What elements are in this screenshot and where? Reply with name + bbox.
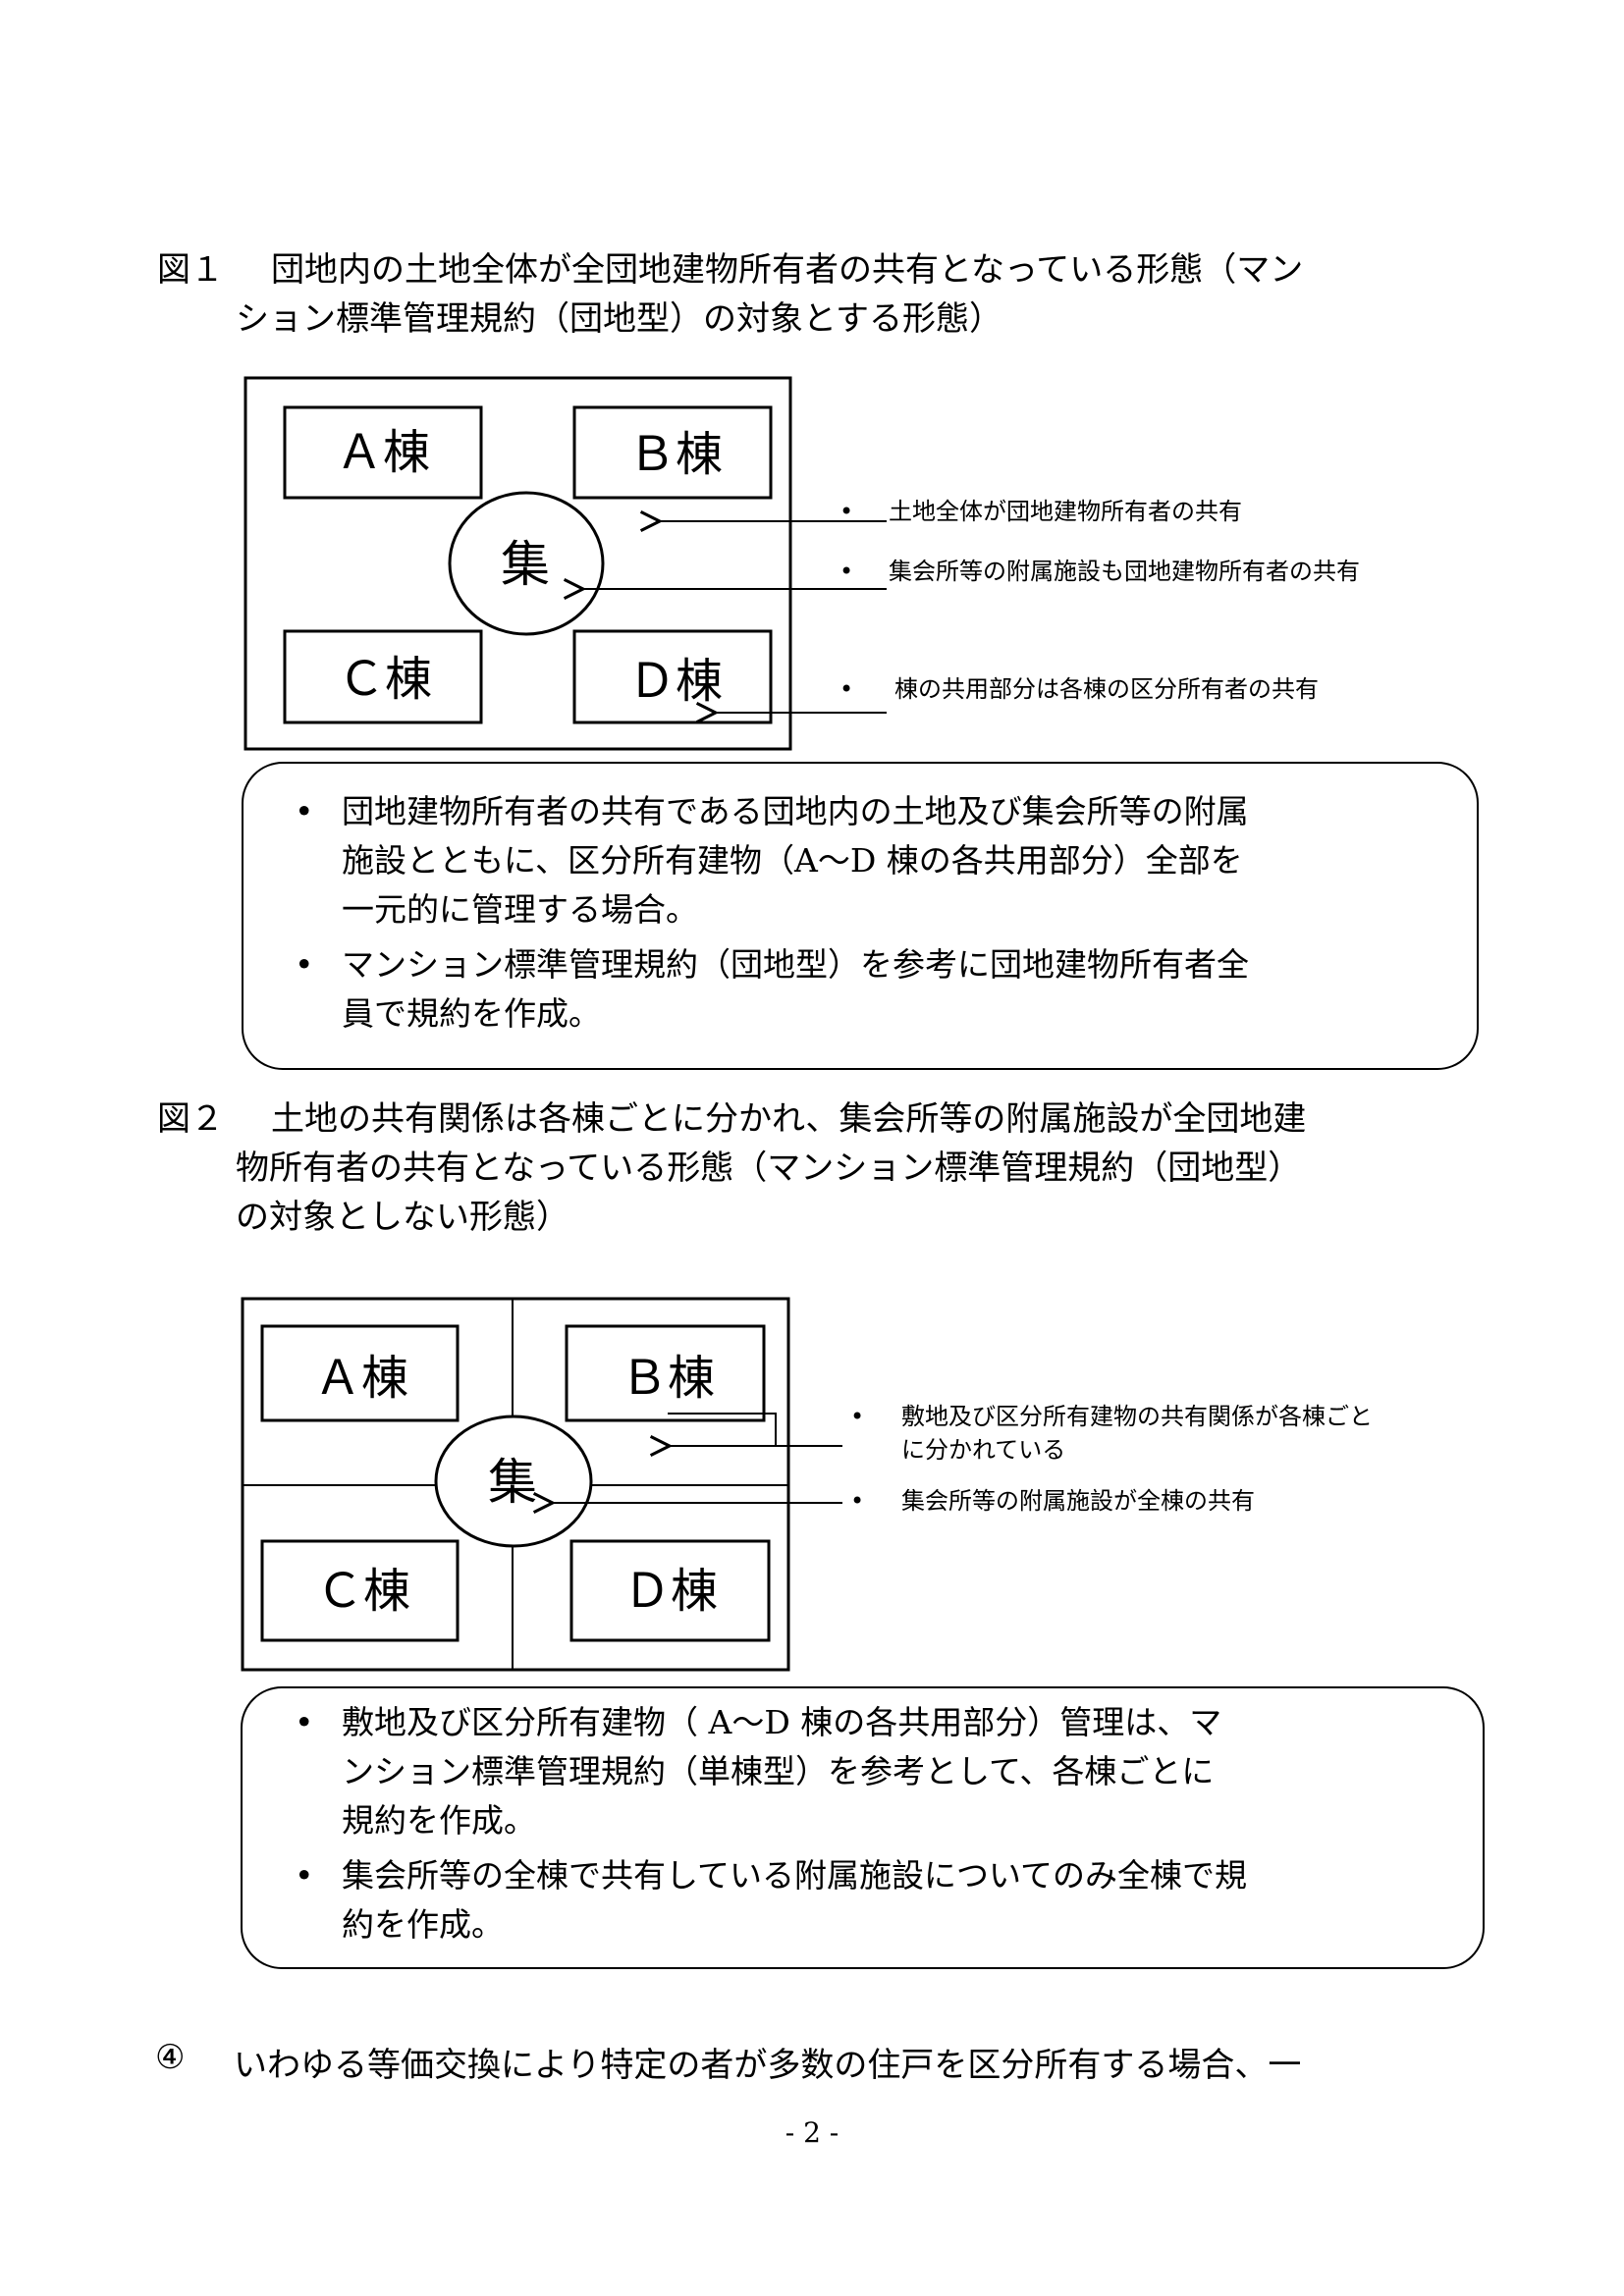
- fig2-summary-item-1-line2: ンション標準管理規約（単棟型）を参考として、各棟ごとに: [342, 1752, 1215, 1790]
- item-4-number: ④: [155, 2038, 186, 2077]
- fig2-label-d: Ｄ棟: [623, 1564, 718, 1619]
- fig2-annotation-1-line1: 敷地及び区分所有建物の共有関係が各棟ごと: [901, 1403, 1373, 1430]
- fig2-annotation-1-line2: に分かれている: [901, 1436, 1066, 1464]
- fig1-title-line2: ション標準管理規約（団地型）の対象とする形態）: [236, 299, 1002, 339]
- fig1-building-a: [283, 405, 483, 500]
- fig1-summary-item-1-line2: 施設とともに、区分所有建物（A～D 棟の各共用部分）全部を: [342, 841, 1243, 880]
- fig1-meeting-hall: [448, 491, 605, 636]
- bullet-dot: •: [295, 945, 314, 984]
- fig1-label-b: Ｂ棟: [628, 427, 723, 482]
- bullet-dot: •: [295, 792, 314, 830]
- fig1-label-d: Ｄ棟: [628, 654, 723, 709]
- fig1-number: 図１: [157, 250, 224, 290]
- item-4-text: いわゆる等価交換により特定の者が多数の住戸を区分所有する場合、一: [234, 2046, 1302, 2085]
- bullet-dot: •: [295, 1856, 314, 1895]
- fig2-building-c: [260, 1539, 460, 1642]
- fig1-summary-item-2: • マンション標準管理規約（団地型）を参考に団地建物所有者全 員で規約を作成。: [273, 940, 1461, 1039]
- fig1-summary-item-1: • 団地建物所有者の共有である団地内の土地及び集会所等の附属 施設とともに、区分…: [273, 787, 1461, 934]
- fig2-meeting-hall: [434, 1415, 593, 1548]
- fig2-label-a: Ａ棟: [314, 1351, 408, 1406]
- fig2-building-a: [260, 1324, 460, 1422]
- fig2-summary-item-2-line1: 集会所等の全棟で共有している附属施設についてのみ全棟で規: [342, 1856, 1248, 1895]
- fig2-annotation-2-text: 集会所等の附属施設が全棟の共有: [901, 1487, 1255, 1515]
- bullet-dot: •: [839, 558, 854, 585]
- fig2-building-d: [569, 1539, 771, 1642]
- fig1-annotation-2-text: 集会所等の附属施設も団地建物所有者の共有: [889, 558, 1360, 585]
- fig1-building-d: [572, 629, 773, 724]
- fig2-title-line2: 物所有者の共有となっている形態（マンション標準管理規約（団地型）: [236, 1148, 1302, 1188]
- fig2-summary-box: [241, 1686, 1485, 1969]
- fig2-site-boundary: [241, 1297, 790, 1672]
- fig1-summary-item-1-line1: 団地建物所有者の共有である団地内の土地及び集会所等の附属: [342, 792, 1249, 830]
- fig2-summary-item-1: • 敷地及び区分所有建物（ A～D 棟の各共用部分）管理は、マ ンション標準管理…: [273, 1698, 1466, 1845]
- fig1-building-c: [283, 629, 483, 724]
- fig2-title-cont: 物所有者の共有となっている形態（マンション標準管理規約（団地型）: [236, 1144, 1301, 1193]
- bullet-dot: •: [839, 675, 854, 703]
- fig2-number: 図２: [157, 1099, 224, 1139]
- fig2-label-b: Ｂ棟: [621, 1351, 715, 1406]
- bullet-dot: •: [839, 498, 854, 525]
- page-number: - 2 -: [785, 2116, 839, 2149]
- fig1-label-a: Ａ棟: [336, 425, 430, 480]
- fig1-summary-item-2-line2: 員で規約を作成。: [342, 994, 601, 1033]
- fig2-summary-item-1-line3: 規約を作成。: [342, 1801, 536, 1840]
- fig1-label-center: 集: [501, 536, 550, 593]
- fig2-title-line3: の対象としない形態）: [236, 1198, 569, 1237]
- fig2-title-cont2: の対象としない形態）: [236, 1193, 569, 1242]
- fig2-title-line1: 土地の共有関係は各棟ごとに分かれ、集会所等の附属施設が全団地建: [271, 1099, 1307, 1139]
- fig1-summary-item-2-line1: マンション標準管理規約（団地型）を参考に団地建物所有者全: [342, 945, 1249, 984]
- fig2-label-c: Ｃ棟: [316, 1564, 410, 1619]
- fig2-summary-item-2-line2: 約を作成。: [342, 1905, 504, 1944]
- fig1-title-line1: 団地内の土地全体が全団地建物所有者の共有となっている形態（マン: [271, 250, 1304, 290]
- fig1-annotation-3-text: 棟の共用部分は各棟の区分所有者の共有: [894, 675, 1319, 703]
- bullet-dot: •: [850, 1487, 865, 1515]
- fig2-summary-list: • 敷地及び区分所有建物（ A～D 棟の各共用部分）管理は、マ ンション標準管理…: [273, 1698, 1466, 1955]
- fig1-label-c: Ｃ棟: [338, 652, 432, 707]
- fig1-summary-box: [242, 762, 1479, 1070]
- fig2-label-center: 集: [488, 1454, 537, 1511]
- fig2-summary-item-1-line1: 敷地及び区分所有建物（ A～D 棟の各共用部分）管理は、マ: [342, 1703, 1222, 1741]
- fig1-summary-item-1-line3: 一元的に管理する場合。: [342, 890, 698, 929]
- fig1-summary-list: • 団地建物所有者の共有である団地内の土地及び集会所等の附属 施設とともに、区分…: [273, 787, 1461, 1044]
- bullet-dot: •: [295, 1703, 314, 1741]
- fig1-title-cont: ション標準管理規約（団地型）の対象とする形態）: [236, 294, 1002, 344]
- fig1-building-b: [572, 405, 773, 500]
- fig2-arrow-bracket: [668, 1413, 777, 1446]
- fig1-site-boundary: [244, 376, 792, 751]
- bullet-dot: •: [850, 1403, 865, 1430]
- fig2-building-b: [565, 1324, 766, 1422]
- fig1-annotation-1-text: 土地全体が団地建物所有者の共有: [889, 498, 1242, 525]
- fig2-summary-item-2: • 集会所等の全棟で共有している附属施設についてのみ全棟で規 約を作成。: [273, 1851, 1466, 1949]
